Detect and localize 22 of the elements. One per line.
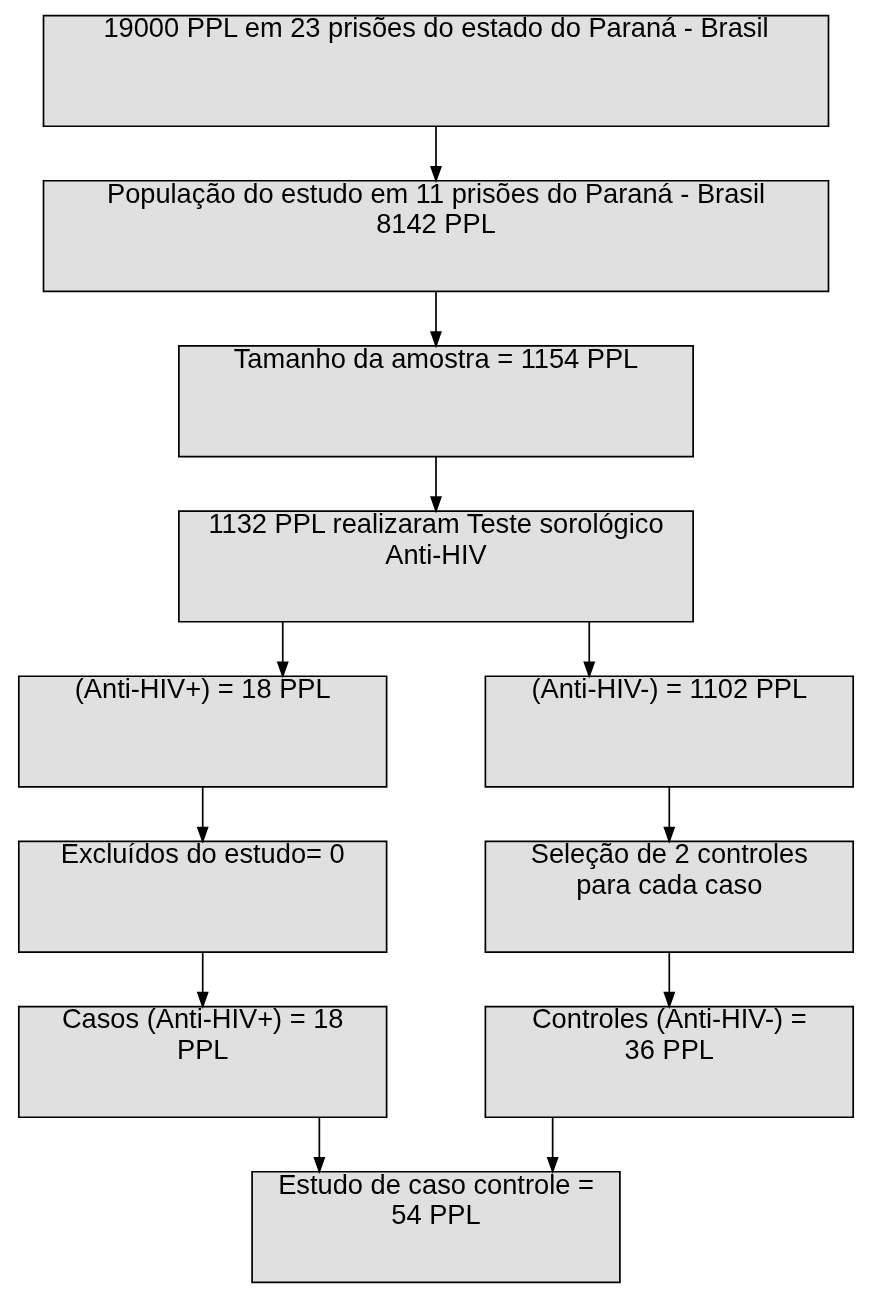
arrow [430,290,442,349]
arrow [583,621,596,679]
arrow [196,786,209,844]
node-box: (Anti-HIV+) = 18 PPL [17,675,388,788]
node-box: População do estudo em 11 prisões do Paraná - Brasil 8142 PPL [42,179,830,293]
arrow [313,1116,326,1175]
node-box: Casos (Anti-HIV+) = 18 PPL [17,1005,388,1119]
node-box: Controles (Anti-HIV-) = 36 PPL [484,1005,855,1119]
node-box: Estudo de caso controle = 54 PPL [251,1170,621,1284]
node-box: Excluídos do estudo= 0 [17,840,388,953]
arrow [663,786,676,844]
node-box: 1132 PPL realizaram Teste sorológico Anti-HIV [178,510,694,623]
arrow [663,951,676,1009]
node-box: 19000 PPL em 23 prisões do estado do Paraná - Brasil [42,14,830,128]
node-box: (Anti-HIV-) = 1102 PPL [484,675,855,788]
arrow [430,455,442,514]
arrow [430,125,442,184]
node-box: Seleção de 2 controles para cada caso [484,840,855,953]
node-box: Tamanho da amostra = 1154 PPL [178,345,694,458]
arrow [546,1116,559,1175]
arrow [276,621,289,679]
arrow [196,951,209,1009]
